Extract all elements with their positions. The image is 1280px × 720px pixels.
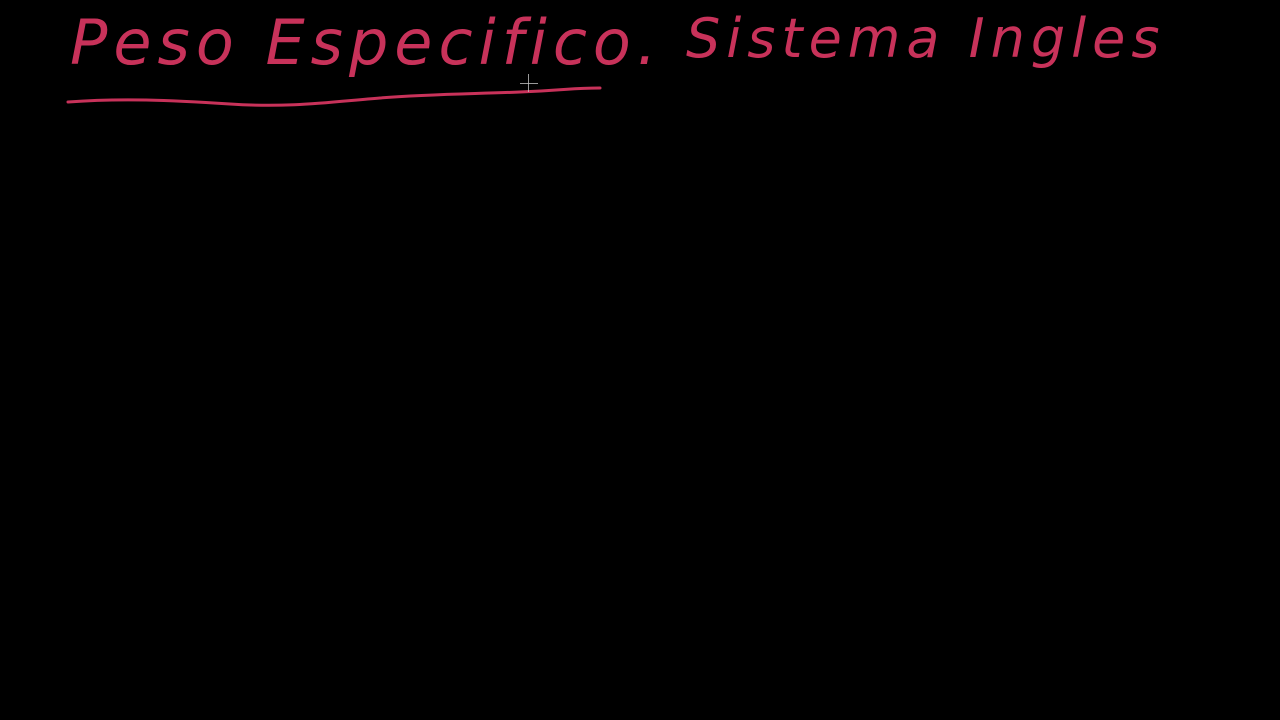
- crosshair-pen-cursor-icon: [520, 74, 538, 92]
- handwritten-subtitle: Sistema Ingles: [686, 7, 1166, 70]
- handwritten-title: Peso Especifico.: [70, 6, 663, 79]
- empty-drawing-area[interactable]: [0, 120, 1280, 720]
